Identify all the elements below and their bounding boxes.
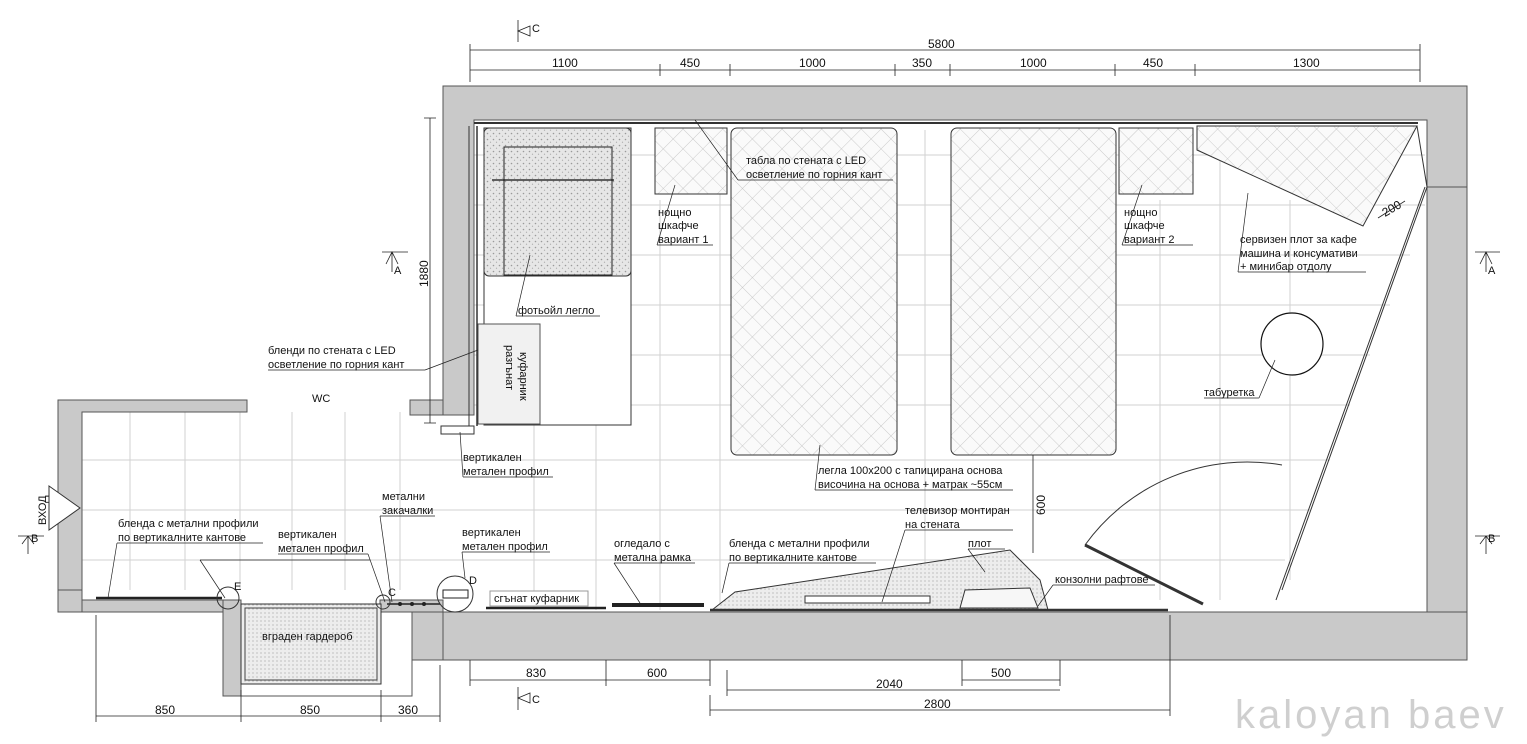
label-metal-hooks-line1: метални [382,491,425,503]
section-mark-a-right: A [1488,265,1496,277]
label-vertical-profile-1-line1: вертикален [463,452,522,464]
label-nightstand-2-line1: нощно [1124,207,1157,219]
label-metal-hooks-line2: закачалки [382,505,433,517]
dim-top-7: 1300 [1293,56,1320,70]
detail-mark-e: E [234,581,241,593]
label-beds-line2: височина на основа + матрак ~55см [818,479,1002,491]
detail-mark-d: D [469,575,477,587]
label-beds-line1: легла 100х200 с тапицирана основа [818,465,1003,477]
dim-top-6: 450 [1143,56,1163,70]
label-tv-line2: на стената [905,519,961,531]
section-mark-c-bottom: C [532,694,540,706]
label-mirror-line2: метална рамка [614,552,692,564]
dim-bottom-right-mid: 2040 [876,677,903,691]
folded-suitcase-label: сгънат куфарник [494,593,579,605]
dim-bottom-mid-2: 600 [647,666,667,680]
console-shelves [959,587,1039,609]
label-vertical-profile-2-line1: вертикален [278,529,337,541]
label-stool: табуретка [1204,387,1255,399]
open-suitcase-label-1: разгънат [503,345,515,390]
stool [1260,312,1324,376]
dim-bottom-right-lower: 2800 [924,697,951,711]
dim-top-1: 1100 [552,56,578,70]
label-console-shelves: конзолни рафтове [1055,574,1149,586]
detail-circles [216,575,474,613]
bed-2 [950,127,1117,456]
dim-top-2: 450 [680,56,700,70]
label-counter-top: плот [968,538,991,550]
section-markers [18,20,1500,710]
dim-left-vertical: 1880 [417,260,431,287]
floor-tiles [80,130,1425,610]
label-wall-blinds-line2: осветление по горния кант [268,359,404,371]
detail-mark-c: C [388,587,396,599]
label-vertical-profile-1-line2: метален профил [463,466,549,478]
label-nightstand-1-line2: шкафче [658,220,699,232]
label-vertical-profile-3-line1: вертикален [462,527,521,539]
label-blind-mid-line2: по вертикалните кантове [729,552,857,564]
dim-bottom-right-upper: 500 [991,666,1011,680]
nightstand-1 [654,127,728,195]
label-blind-mid-line1: бленда с метални профили [729,538,870,550]
section-mark-b-left: B [31,533,38,545]
label-service-counter-line3: + минибар отдолу [1240,261,1332,273]
label-service-counter-line1: сервизен плот за кафе [1240,234,1357,246]
label-wall-panel-line2: осветление по горния кант [746,169,882,181]
watermark: kaloyan baev [1235,693,1507,737]
section-mark-a-left: A [394,265,402,277]
dim-bottom-left-2: 850 [300,703,320,717]
dim-right-small: 200 [1380,197,1405,219]
dim-right-vertical: 600 [1034,495,1048,515]
section-mark-c-top: C [532,23,540,35]
label-wall-blinds-line1: бленди по стената с LED [268,345,396,357]
label-nightstand-1-line3: вариант 1 [658,234,709,246]
dim-bottom-left-1: 850 [155,703,175,717]
wc-label: WC [312,393,330,405]
service-counter [1196,125,1418,227]
label-nightstand-2-line3: вариант 2 [1124,234,1175,246]
dim-top-5: 1000 [1020,56,1047,70]
section-mark-b-right: B [1488,533,1495,545]
dim-top-3: 1000 [799,56,826,70]
folded-suitcase [489,590,589,607]
label-blind-left-line2: по вертикалните кантове [118,532,246,544]
tv [804,595,931,604]
label-blind-left-line1: бленда с метални профили [118,518,259,530]
open-suitcase [477,323,541,425]
entry-label: ВХОД [37,495,49,525]
label-nightstand-2-line2: шкафче [1124,220,1165,232]
wardrobe [240,603,382,685]
open-suitcase-label-2: куфарник [517,352,529,401]
label-tv-line1: телевизор монтиран [905,505,1010,517]
dim-bottom-left-3: 360 [398,703,418,717]
label-mirror-line1: огледало с [614,538,670,550]
dim-bottom-mid-1: 830 [526,666,546,680]
dim-overall: 5800 [928,37,955,51]
leader-lines [107,119,1366,607]
label-wall-panel-line1: табла по стената с LED [746,155,866,167]
label-vertical-profile-3-line2: метален профил [462,541,548,553]
nightstand-2 [1118,127,1194,195]
label-nightstand-1-line1: нощно [658,207,691,219]
label-armchair-bed: фотьойл легло [518,305,594,317]
label-service-counter-line2: машина и консумативи [1240,248,1358,260]
label-wardrobe: вграден гардероб [262,631,353,643]
walls [57,85,1468,697]
dim-top-4: 350 [912,56,932,70]
dimension-lines [95,44,1421,722]
door-swing [1084,461,1283,546]
label-vertical-profile-2-line2: метален профил [278,543,364,555]
bed-1 [730,127,898,456]
entry-arrow [48,485,81,531]
